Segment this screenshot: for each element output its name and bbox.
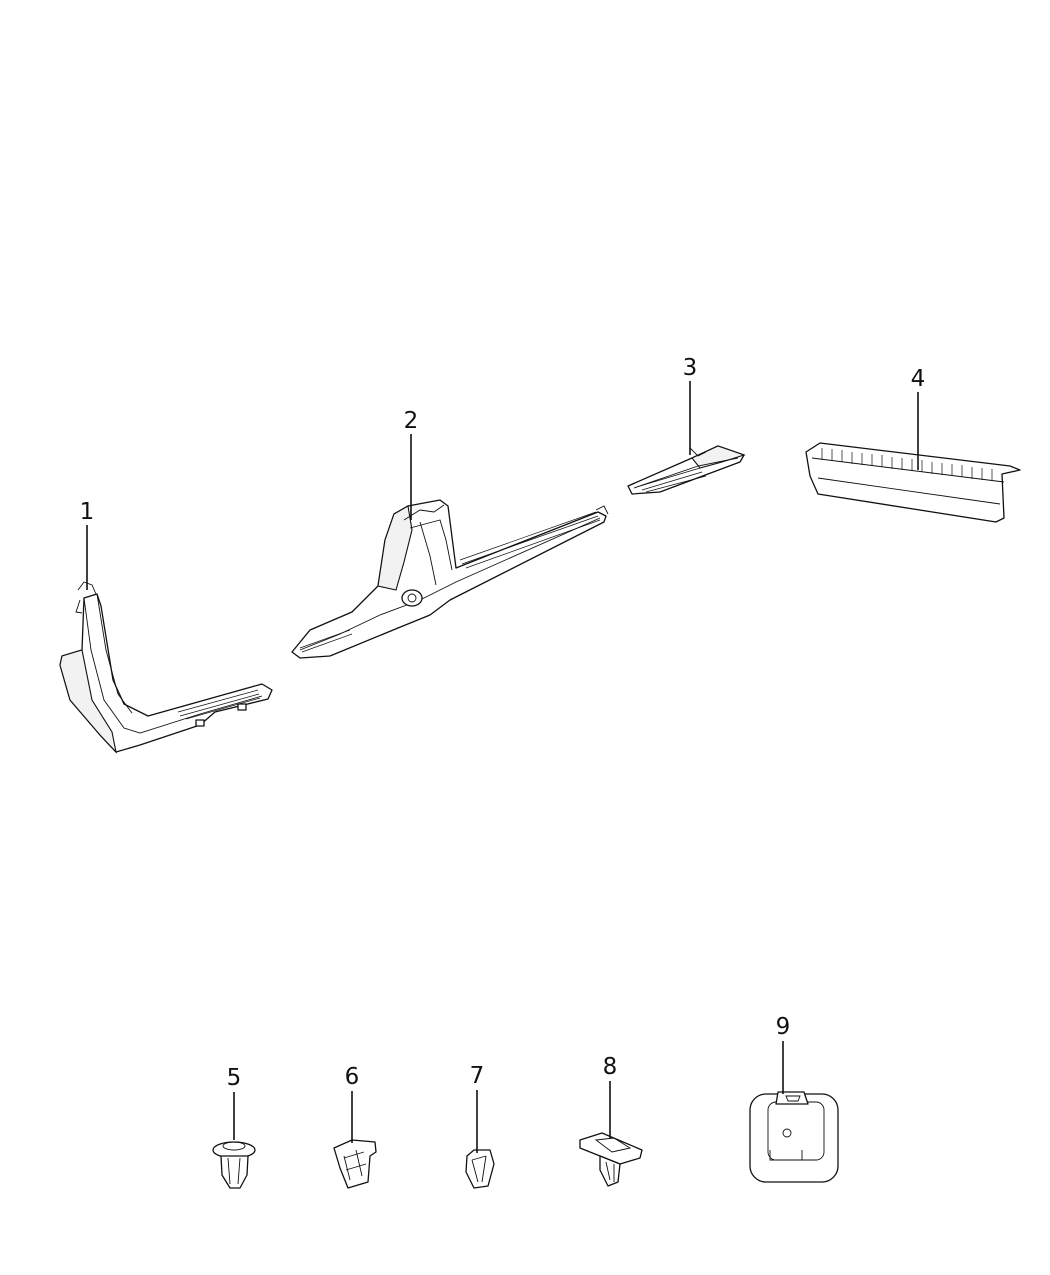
callout-4[interactable]: 4 bbox=[911, 366, 926, 392]
part-3-sill-scuff-rear[interactable] bbox=[627, 445, 746, 495]
part-7-u-nut-clip[interactable] bbox=[465, 1149, 495, 1189]
callout-8[interactable]: 8 bbox=[603, 1054, 618, 1080]
part-6-retainer-clip[interactable] bbox=[333, 1139, 377, 1189]
part-9-square-fastener[interactable] bbox=[749, 1091, 839, 1183]
part-5-push-pin-clip[interactable] bbox=[212, 1141, 256, 1189]
callout-2[interactable]: 2 bbox=[404, 408, 419, 434]
callout-1[interactable]: 1 bbox=[80, 499, 95, 525]
callout-7[interactable]: 7 bbox=[470, 1063, 485, 1089]
part-4-scuff-plate[interactable] bbox=[805, 442, 1021, 523]
callout-5[interactable]: 5 bbox=[227, 1065, 242, 1091]
part-8-panel-clip[interactable] bbox=[579, 1132, 643, 1187]
callout-9[interactable]: 9 bbox=[776, 1014, 791, 1040]
part-1-sill-trim-front[interactable] bbox=[59, 581, 273, 754]
callout-6[interactable]: 6 bbox=[345, 1064, 360, 1090]
part-2-sill-trim-center[interactable] bbox=[291, 499, 609, 659]
callout-3[interactable]: 3 bbox=[683, 355, 698, 381]
